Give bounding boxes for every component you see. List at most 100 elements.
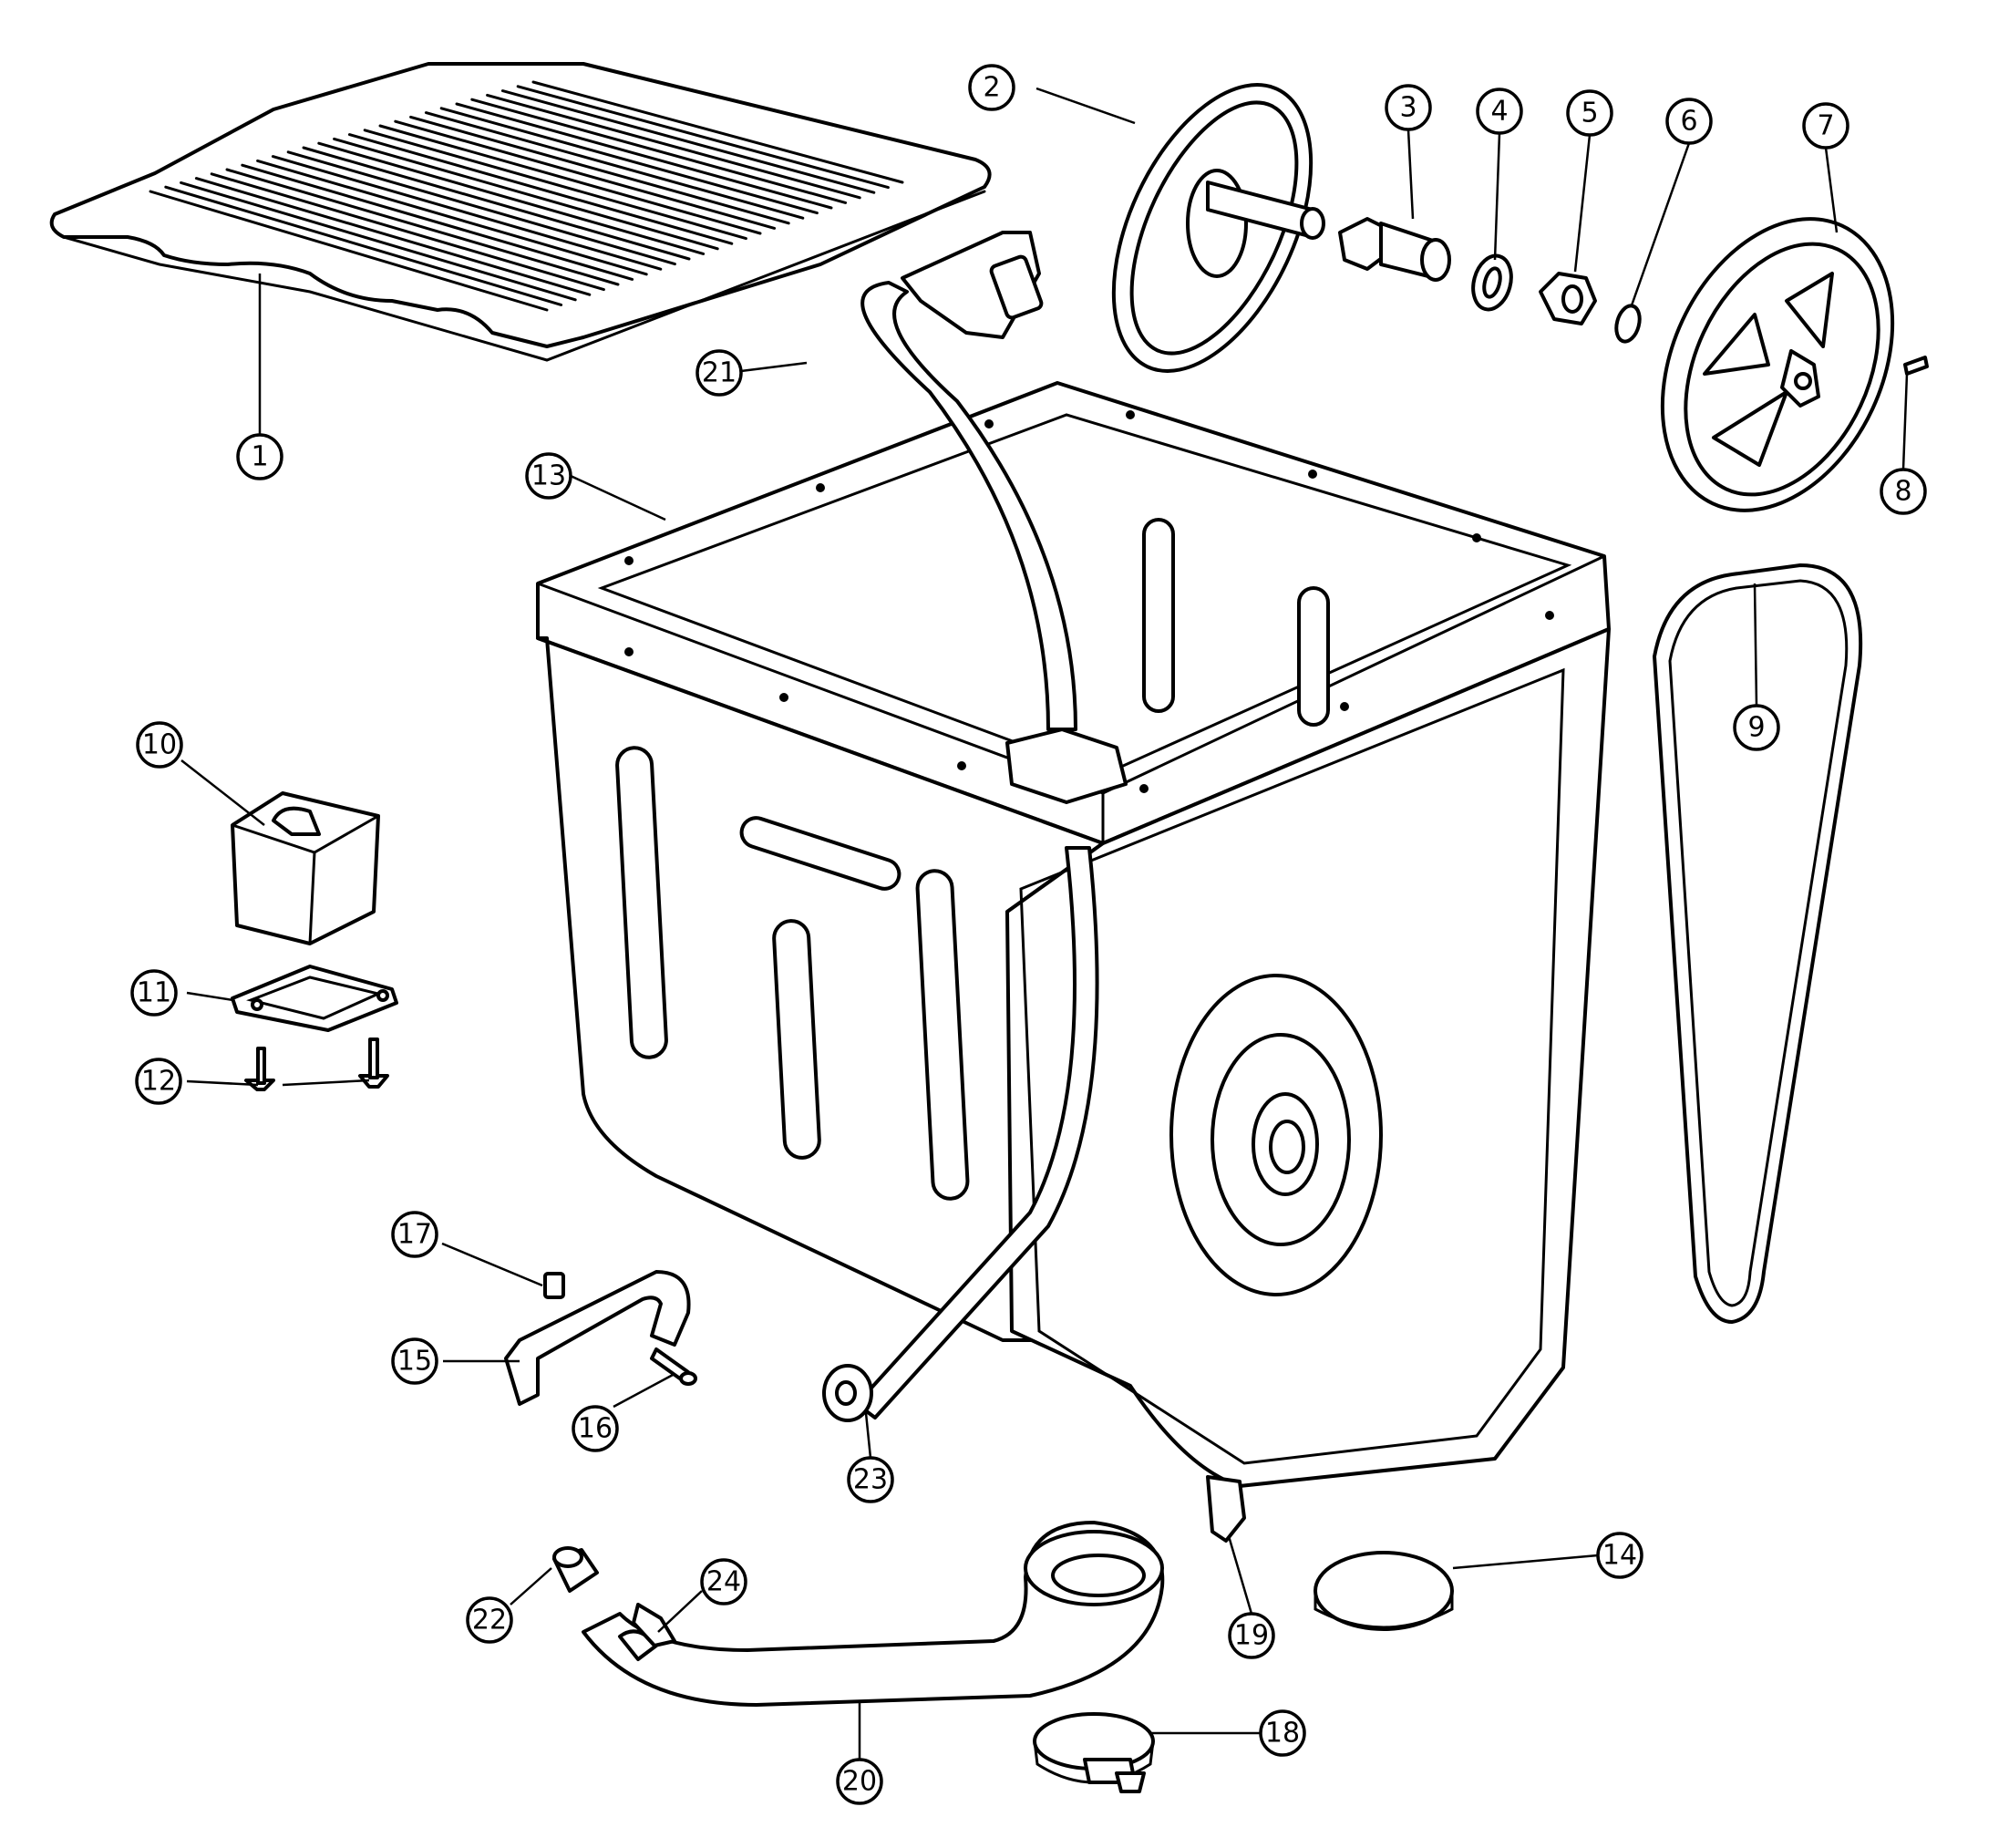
callout-20-label: 20 [842,1766,877,1798]
callout-22-label: 22 [472,1605,507,1636]
callout-12-label: 12 [141,1066,176,1098]
lid-rib [470,98,848,204]
callout-1: 1 [236,433,283,480]
lid-rib [180,181,577,302]
rim-dot [816,483,825,492]
drive-pulley [1111,83,1325,373]
rim-dot [1139,784,1149,793]
screws [244,1038,389,1091]
callout-13: 13 [525,452,572,500]
wash-tub [536,381,1611,1488]
callout-22: 22 [466,1596,513,1644]
callout-8-label: 8 [1894,476,1911,508]
callout-3: 3 [1385,84,1432,131]
pin [1903,356,1929,376]
lid-rib [516,85,890,190]
lid-rib [194,177,592,296]
switch-block [231,791,380,945]
callout-19: 19 [1228,1612,1275,1659]
rim-dots [624,410,1554,793]
hose-cap [552,1546,599,1593]
callout-9-label: 9 [1747,712,1765,744]
hose-clamp [1033,1712,1155,1793]
bracket [504,1270,691,1406]
lid-cover [49,62,992,362]
callout-6-label: 6 [1680,106,1697,138]
callout-21-label: 21 [702,357,737,389]
callout-4-label: 4 [1490,96,1508,128]
callout-19-label: 19 [1234,1620,1269,1652]
callout-7-label: 7 [1817,110,1834,142]
callout-2-label: 2 [983,72,1000,104]
callout-1-label: 1 [251,441,268,473]
drive-belt-inner [1668,579,1849,1307]
rim-dot [1308,470,1317,479]
lid-rib [531,80,904,184]
callout-24-label: 24 [706,1566,741,1598]
small-hose-clamp [632,1603,676,1647]
lid-rib [164,185,563,306]
callout-14-label: 14 [1602,1540,1637,1572]
callout-23: 23 [847,1456,894,1503]
gasket-plate [231,965,398,1032]
lid-rib [500,89,876,194]
lid-rib [347,133,734,245]
small-washer [1614,304,1642,344]
callout-11: 11 [130,969,178,1017]
hex-nut [1539,272,1597,325]
callout-18: 18 [1259,1709,1306,1757]
lid-rib [210,172,605,292]
lid-rib [317,141,706,255]
rim-dot [984,419,994,428]
callout-15-label: 15 [397,1346,432,1378]
callout-12: 12 [135,1058,182,1105]
fill-hose [822,231,1099,1422]
drain-hose [582,1521,1165,1707]
callout-17-label: 17 [397,1219,432,1251]
callout-15: 15 [391,1337,438,1385]
callout-6: 6 [1665,98,1713,145]
rim-dot [1472,533,1481,542]
callout-10: 10 [136,721,183,769]
lid-rib [286,150,676,266]
leader-lines [180,87,1909,1760]
lid-ribs [149,80,904,312]
rim-dot [957,761,966,770]
callout-14: 14 [1596,1532,1643,1579]
lid-rib [333,137,719,251]
callout-16: 16 [572,1405,619,1452]
callout-16-label: 16 [578,1413,613,1445]
callout-8: 8 [1880,468,1927,515]
callout-10-label: 10 [142,729,177,761]
spoked-pulley [1660,217,1895,512]
callout-7: 7 [1802,102,1849,150]
lid-rib [486,93,861,200]
lid-rib [241,163,634,281]
lid-rib [394,119,777,230]
drive-belt [1653,563,1863,1324]
lid-rib [363,129,747,241]
lid-rib [424,111,805,220]
lid-rib [409,115,790,225]
wood-screw [650,1347,697,1386]
lid-rib [378,124,762,235]
rim-dot [779,693,788,702]
callout-9: 9 [1733,704,1780,751]
small-clip [543,1272,565,1299]
lid-rib [455,102,833,210]
lid-rib [256,159,648,276]
callout-2: 2 [968,64,1015,111]
callout-23-label: 23 [853,1464,888,1496]
callout-3-label: 3 [1399,92,1417,124]
filter-disc [1314,1551,1454,1631]
callout-11-label: 11 [137,977,171,1009]
lid-rib [149,190,549,312]
bushing [1338,217,1451,282]
callout-5-label: 5 [1581,98,1598,129]
washer-hole [1482,266,1502,299]
lid-rib [302,146,691,261]
callout-18-label: 18 [1265,1718,1300,1750]
callout-4: 4 [1476,88,1523,135]
callout-13-label: 13 [531,460,566,492]
